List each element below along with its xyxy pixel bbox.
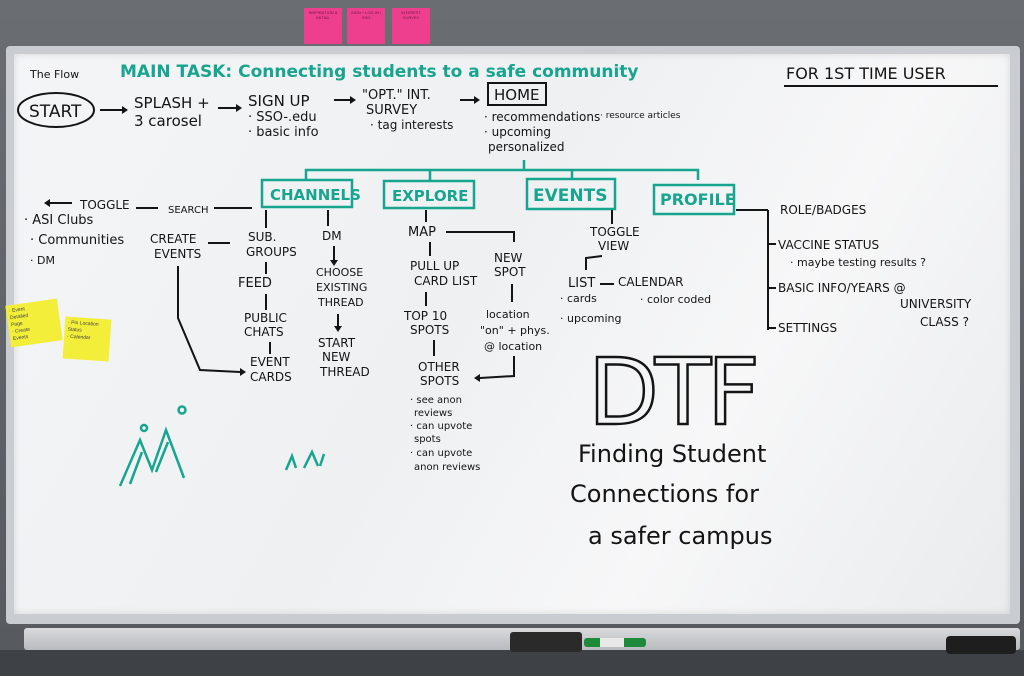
- sticky-note-pink-3: INTEREST SURVEY: [392, 8, 430, 44]
- board-text: SURVEY: [366, 103, 417, 118]
- board-text: · recommendations: [484, 110, 600, 124]
- tab-channels: CHANNELS: [270, 186, 361, 204]
- board-text: · color coded: [640, 293, 711, 306]
- dm-node: DM: [322, 229, 342, 243]
- other-spots-node: OTHER: [418, 360, 460, 374]
- start-node: START: [29, 102, 82, 122]
- board-text: SPOTS: [420, 374, 459, 388]
- floor: [0, 650, 1024, 676]
- board-text: CARDS: [250, 370, 292, 384]
- board-text: · cards: [560, 292, 597, 305]
- board-text: THREAD: [319, 365, 370, 379]
- splash-node: SPLASH +: [134, 94, 210, 112]
- new-spot-node: NEW: [494, 251, 523, 265]
- profile-role: ROLE/BADGES: [780, 203, 866, 217]
- flow-label: The Flow: [29, 68, 79, 81]
- feed-node: FEED: [238, 276, 272, 291]
- calendar-node: CALENDAR: [618, 275, 683, 289]
- board-text: · can upvote: [410, 448, 472, 459]
- profile-vaccine: VACCINE STATUS: [778, 238, 879, 252]
- board-text: anon reviews: [414, 462, 480, 473]
- black-eraser: [946, 636, 1016, 654]
- tab-explore: EXPLORE: [392, 187, 468, 205]
- tab-profile: PROFILE: [660, 190, 736, 209]
- tagline-line-3: a safer campus: [588, 522, 773, 550]
- board-text: · SSO-.edu: [248, 110, 317, 125]
- board-text: · tag interests: [370, 118, 453, 132]
- board-text: · see anon: [410, 395, 462, 406]
- board-text: CLASS ?: [920, 315, 969, 329]
- board-text: CARD LIST: [414, 274, 478, 288]
- board-text: · upcoming: [560, 312, 621, 325]
- map-node: MAP: [408, 225, 436, 240]
- toggle-view-node: TOGGLE: [589, 225, 640, 239]
- board-text: SPOT: [494, 265, 526, 279]
- board-text: CHATS: [244, 325, 284, 339]
- home-node: HOME: [494, 86, 540, 104]
- start-thread-node: START: [318, 336, 356, 350]
- board-text: · maybe testing results ?: [790, 256, 926, 269]
- sub-groups-node: SUB.: [248, 230, 276, 244]
- board-text: · resource articles: [600, 111, 681, 121]
- board-text: "on" + phys.: [480, 324, 550, 337]
- signup-node: SIGN UP: [248, 92, 310, 110]
- main-task-title: MAIN TASK: Connecting students to a safe…: [120, 62, 639, 82]
- board-text: EVENTS: [154, 247, 201, 261]
- pull-up-node: PULL UP: [410, 259, 459, 273]
- board-text: 3 carosel: [134, 112, 202, 130]
- eraser: [510, 632, 582, 652]
- board-text: spots: [414, 434, 441, 445]
- board-text: @ location: [484, 340, 542, 353]
- profile-basic-info: BASIC INFO/YEARS @: [778, 281, 906, 295]
- board-text: personalized: [488, 140, 564, 154]
- board-text: · basic info: [248, 125, 319, 140]
- list-node: LIST: [568, 276, 595, 291]
- sticky-note-pink-1: INSPIRATION & INITIAL: [304, 8, 342, 44]
- sticky-note-pink-2: SIGN + LOG IN / SSO: [347, 8, 385, 44]
- board-text: THREAD: [317, 296, 364, 309]
- board-text: NEW: [322, 350, 351, 364]
- board-text: · Communities: [30, 233, 124, 248]
- board-text: · ASI Clubs: [24, 213, 94, 228]
- board-text: · upcoming: [484, 125, 551, 139]
- event-cards-node: EVENT: [250, 355, 290, 369]
- tagline-line-1: Finding Student: [578, 440, 766, 468]
- teal-doodle-people: [118, 405, 326, 487]
- board-text: EXISTING: [316, 281, 367, 294]
- board-text: · DM: [30, 254, 55, 267]
- board-text: reviews: [414, 408, 452, 419]
- dtf-logo: DTF: [588, 339, 756, 446]
- location-node: location: [486, 308, 530, 321]
- tagline-line-2: Connections for: [570, 480, 759, 508]
- board-text: SPOTS: [410, 323, 449, 337]
- toggle-label: TOGGLE: [79, 198, 130, 212]
- top-spots-node: TOP 10: [403, 309, 447, 323]
- survey-node: "OPT." INT.: [362, 88, 431, 103]
- first-time-label: FOR 1ST TIME USER: [786, 64, 946, 83]
- tab-events: EVENTS: [533, 186, 607, 206]
- board-text: · can upvote: [410, 421, 472, 432]
- choose-thread-node: CHOOSE: [316, 266, 363, 279]
- search-label: SEARCH: [168, 205, 208, 216]
- board-text: UNIVERSITY: [900, 297, 972, 311]
- board-text: GROUPS: [246, 245, 297, 259]
- public-chats-node: PUBLIC: [244, 311, 287, 325]
- create-events-node: CREATE: [150, 232, 197, 246]
- board-text: VIEW: [598, 239, 629, 253]
- whiteboard: [14, 54, 1010, 614]
- profile-settings: SETTINGS: [778, 321, 837, 335]
